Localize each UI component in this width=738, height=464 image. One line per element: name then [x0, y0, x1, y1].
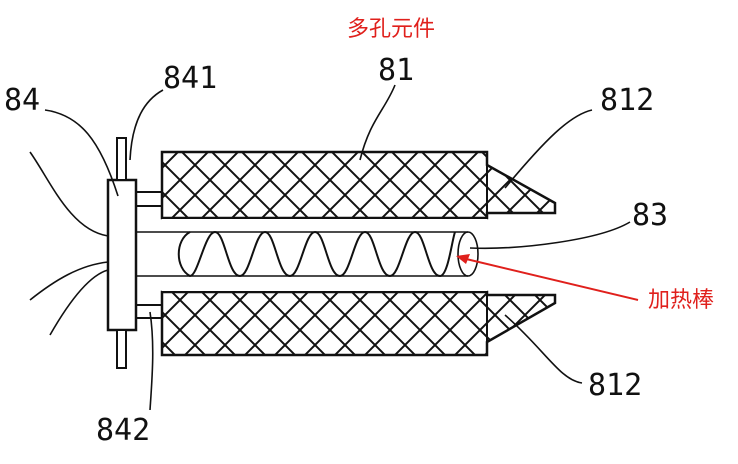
- leader-841: [129, 89, 164, 161]
- post-bottom: [136, 304, 162, 319]
- label-812-bottom: 812: [588, 368, 642, 403]
- part-name-label: 多孔元件: [347, 17, 435, 42]
- post-top: [136, 191, 162, 207]
- leader-83: [469, 221, 631, 250]
- leader-81: [359, 84, 396, 161]
- porous-block-top: [160, 150, 557, 220]
- heater-arrow-line: [461, 257, 639, 301]
- lead-wires: [29, 151, 109, 336]
- flange-pin-bottom: [116, 329, 127, 369]
- label-812-top: 812: [600, 83, 654, 118]
- porous-block-bottom: [160, 290, 557, 357]
- leader-812-top: [504, 109, 593, 189]
- label-841: 841: [163, 61, 217, 96]
- heater-rod-end: [457, 231, 479, 277]
- heater-coil: [177, 230, 456, 278]
- label-842: 842: [96, 413, 150, 448]
- leader-84: [44, 109, 119, 197]
- leader-812-bottom: [504, 314, 583, 384]
- heater-name-label: 加热棒: [648, 288, 714, 313]
- flange-pin-top: [116, 137, 127, 181]
- label-84: 84: [4, 83, 40, 118]
- leader-842: [149, 311, 154, 411]
- flange: [106, 178, 138, 332]
- label-81: 81: [378, 53, 414, 88]
- heater-arrow-head: [456, 254, 470, 264]
- label-83: 83: [632, 198, 668, 233]
- heater-channel: [162, 218, 487, 292]
